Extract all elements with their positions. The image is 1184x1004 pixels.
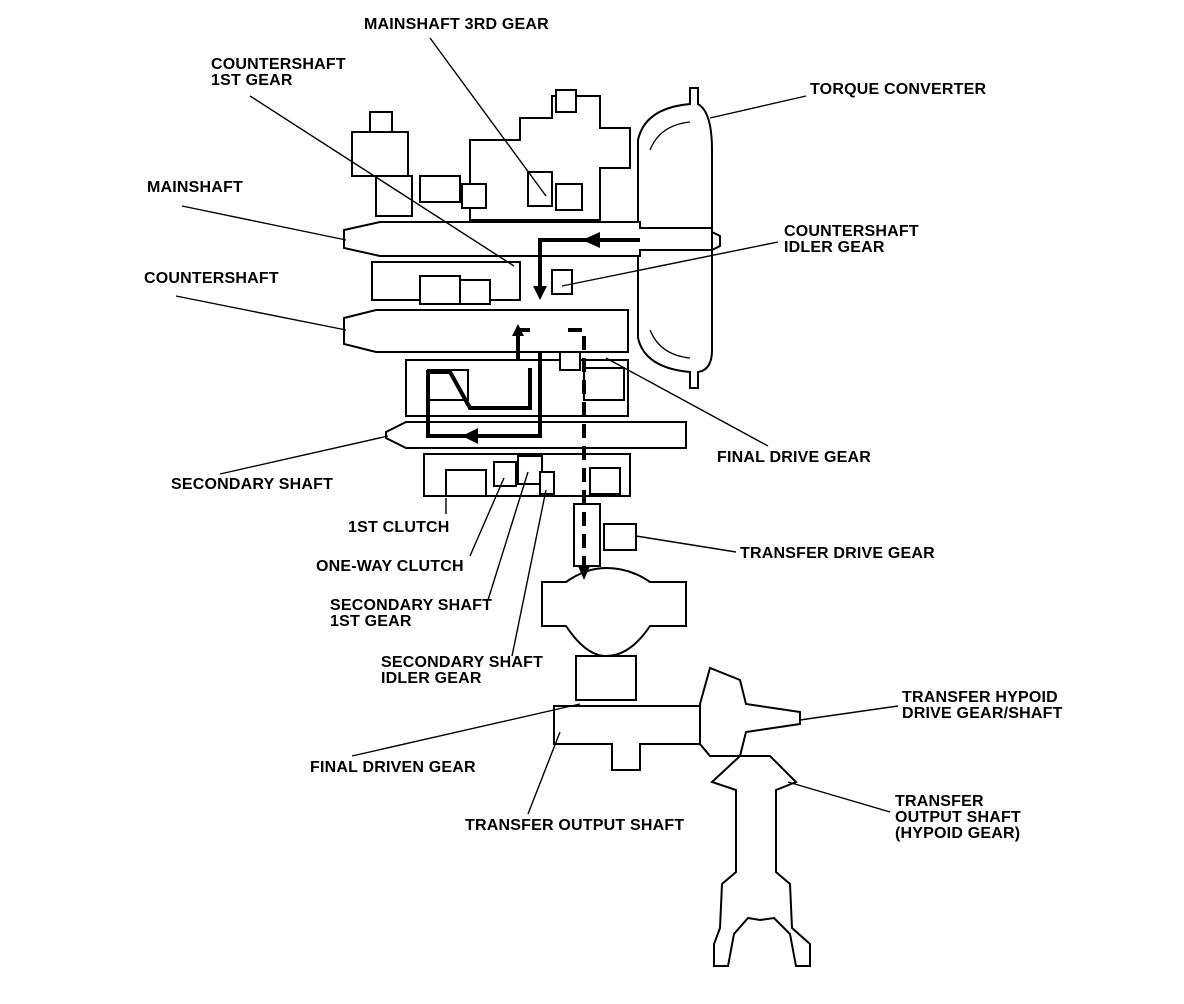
power-flow-arrow-5 — [578, 566, 590, 580]
mainshaft — [343, 221, 713, 257]
power-flow-arrow-1 — [582, 232, 600, 248]
power-flow-dashed — [568, 328, 586, 574]
mainshaft-3rd-clutch — [555, 183, 583, 211]
transfer-drive-gear — [603, 523, 637, 551]
leader-countershaft-1st-gear — [249, 95, 515, 267]
label-countershaft: COUNTERSHAFT — [144, 270, 279, 287]
label-transfer-output-hypoid-line3: (HYPOID GEAR) — [895, 825, 1021, 842]
pump-cap — [369, 111, 393, 133]
label-secondary-shaft-1st-gear-line1: SECONDARY SHAFT — [330, 597, 493, 614]
label-secondary-shaft-idler-gear-line2: IDLER GEAR — [381, 670, 482, 687]
leader-transfer-hypoid-drive — [799, 705, 899, 721]
leader-mainshaft — [181, 205, 347, 241]
mainshaft-gear-b — [461, 183, 487, 209]
leader-countershaft — [175, 295, 347, 331]
transfer-shaft-stub — [573, 503, 601, 567]
label-first-clutch: 1ST CLUTCH — [348, 519, 450, 536]
label-secondary-shaft-idler-gear-line1: SECONDARY SHAFT — [381, 654, 544, 671]
power-flow-arrow-3 — [512, 324, 524, 336]
secondary-clutch-pack-c — [589, 467, 621, 495]
countershaft-clutch-pack — [419, 275, 461, 305]
secondary-clutch-pack-b — [583, 367, 625, 401]
leader-one-way-clutch — [469, 477, 505, 557]
label-countershaft-1st-gear-line2: 1ST GEAR — [211, 72, 293, 89]
label-final-drive-gear: FINAL DRIVE GEAR — [717, 449, 872, 466]
leader-final-drive-gear — [605, 357, 769, 447]
final-drive-gear — [559, 351, 581, 371]
mainshaft-gear-housing — [469, 95, 631, 221]
label-one-way-clutch: ONE-WAY CLUTCH — [316, 558, 464, 575]
label-countershaft-idler-gear-line2: IDLER GEAR — [784, 239, 885, 256]
label-secondary-shaft-1st-gear-line2: 1ST GEAR — [330, 613, 412, 630]
label-torque-converter: TORQUE CONVERTER — [810, 81, 987, 98]
mainshaft-clutch-pack-top — [555, 89, 577, 113]
label-mainshaft: MAINSHAFT — [147, 179, 244, 196]
one-way-clutch — [493, 461, 517, 487]
secondary-shaft-idler-gear — [539, 471, 555, 495]
mainshaft-bearing-left — [375, 175, 413, 217]
leader-transfer-drive-gear — [635, 535, 737, 553]
label-countershaft-1st-gear-line1: COUNTERSHAFT — [211, 56, 346, 73]
leader-transfer-output-shaft — [527, 731, 561, 815]
power-flow-arrow-2 — [533, 286, 547, 300]
transfer-output-shaft-hypoid-gear — [710, 755, 811, 967]
label-mainshaft-3rd-gear: MAINSHAFT 3RD GEAR — [364, 16, 549, 33]
label-transfer-hypoid-drive-line2: DRIVE GEAR/SHAFT — [902, 705, 1063, 722]
countershaft — [343, 309, 629, 353]
leader-torque-converter — [709, 95, 807, 119]
secondary-shaft-1st-gear — [517, 455, 543, 485]
leader-secondary-shaft-1st-gear — [487, 471, 529, 601]
label-final-driven-gear: FINAL DRIVEN GEAR — [310, 759, 476, 776]
leader-transfer-output-hypoid — [787, 781, 891, 813]
label-secondary-shaft: SECONDARY SHAFT — [171, 476, 334, 493]
leader-secondary-shaft — [219, 435, 389, 475]
label-transfer-output-hypoid-line2: OUTPUT SHAFT — [895, 809, 1021, 826]
leader-countershaft-idler-gear — [561, 241, 779, 287]
differential-housing — [541, 566, 687, 658]
label-transfer-output-hypoid-line1: TRANSFER — [895, 793, 984, 810]
power-flow-arrow-4 — [462, 428, 478, 444]
first-clutch — [445, 469, 487, 497]
final-driven-gear — [575, 655, 637, 701]
pump-drive — [351, 131, 409, 177]
label-countershaft-idler-gear-line1: COUNTERSHAFT — [784, 223, 919, 240]
transfer-hypoid-drive-gear-shaft — [699, 666, 801, 757]
label-transfer-hypoid-drive-line1: TRANSFER HYPOID — [902, 689, 1058, 706]
leader-secondary-shaft-idler-gear — [511, 489, 547, 657]
leader-final-driven-gear — [351, 703, 581, 757]
mainshaft-clutch-pack-a — [419, 175, 461, 203]
countershaft-idler-gear — [551, 269, 573, 295]
transfer-output-shaft — [553, 705, 701, 771]
label-transfer-output-shaft: TRANSFER OUTPUT SHAFT — [465, 817, 685, 834]
leader-mainshaft-3rd-gear — [429, 37, 547, 197]
countershaft-1st-gear — [459, 279, 491, 305]
label-transfer-drive-gear: TRANSFER DRIVE GEAR — [740, 545, 935, 562]
torque-converter-detail — [649, 121, 691, 359]
